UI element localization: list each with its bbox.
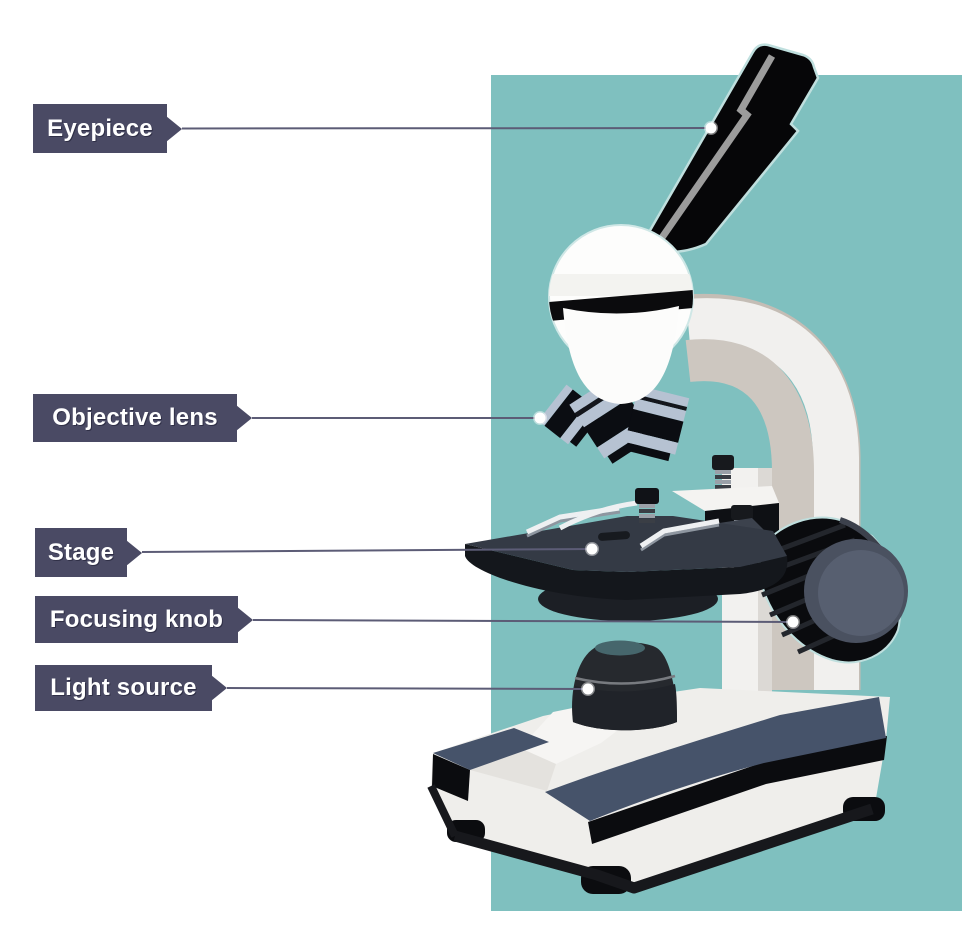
objective-lenses bbox=[538, 306, 690, 464]
marker-dots bbox=[533, 121, 800, 696]
stage-clip bbox=[526, 510, 621, 538]
objective-barrel bbox=[624, 385, 690, 462]
stage-clip bbox=[640, 523, 720, 552]
label-eyepiece: Eyepiece bbox=[33, 104, 167, 153]
leader-lines bbox=[141, 127, 794, 690]
light-source-dome bbox=[572, 640, 677, 731]
label-stage: Stage bbox=[35, 528, 127, 577]
leader-line-focusing-knob bbox=[252, 619, 794, 623]
adjustment-screw bbox=[712, 455, 734, 489]
leader-line-stage bbox=[141, 548, 593, 553]
eyepiece-tube-stripe bbox=[649, 54, 776, 254]
arm bbox=[685, 293, 861, 690]
base-top-plate bbox=[545, 697, 886, 821]
stage bbox=[465, 488, 788, 621]
marker-dot-objective-lens bbox=[533, 411, 547, 425]
marker-dot-focusing-knob bbox=[786, 615, 800, 629]
label-objective-lens: Objective lens bbox=[33, 394, 237, 442]
stage-aperture bbox=[598, 531, 630, 541]
label-focusing-knob: Focusing knob bbox=[35, 596, 238, 643]
knob-face bbox=[818, 550, 904, 636]
stage-screw bbox=[558, 488, 659, 531]
leader-line-eyepiece bbox=[181, 127, 712, 130]
stage-clip bbox=[639, 518, 720, 549]
marker-dot-light-source bbox=[581, 682, 595, 696]
leader-line-light-source bbox=[226, 687, 589, 690]
marker-dot-eyepiece bbox=[704, 121, 718, 135]
stage-top bbox=[465, 516, 787, 572]
base bbox=[427, 688, 890, 894]
label-light-source: Light source bbox=[35, 665, 212, 711]
nosepiece-cone bbox=[563, 306, 679, 404]
marker-dot-stage bbox=[585, 542, 599, 556]
